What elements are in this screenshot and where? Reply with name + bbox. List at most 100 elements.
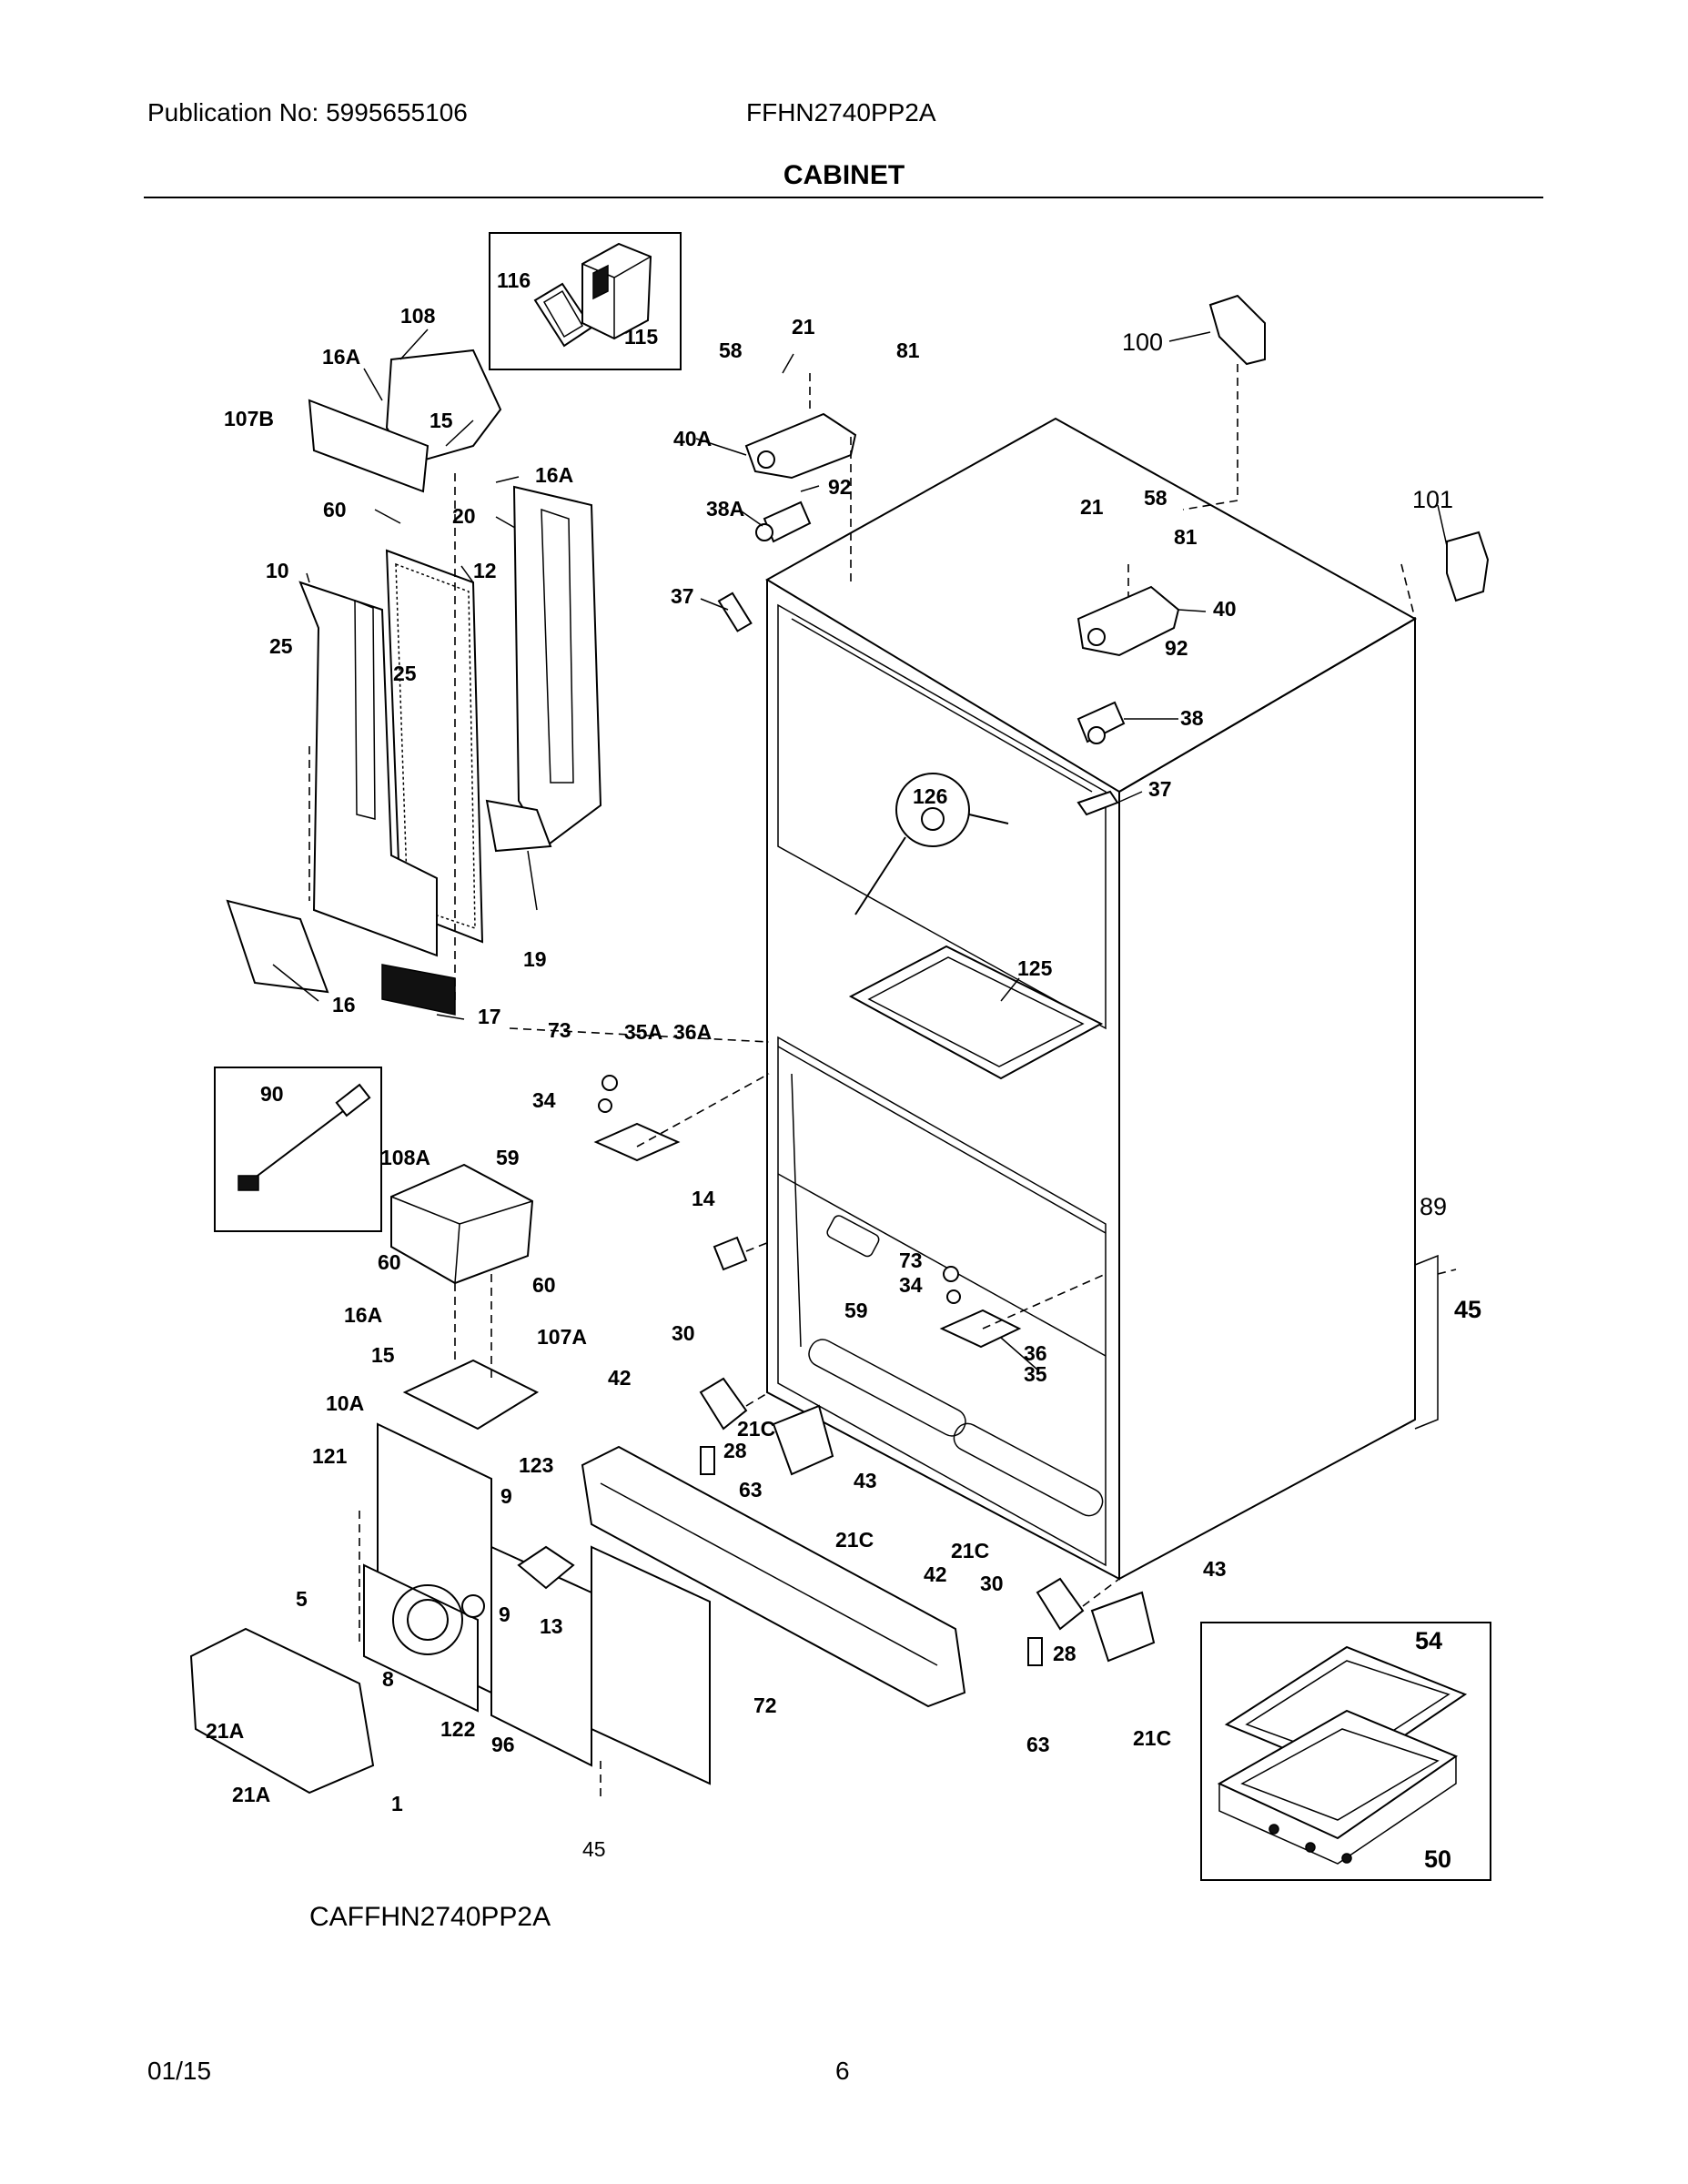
part-label: 25 [393,662,417,685]
part-label: 36 [1024,1341,1047,1365]
inset-115-116 [489,232,682,370]
part-label: 115 [624,325,658,349]
part-label: 96 [491,1733,515,1756]
part-label: 38 [1180,706,1204,730]
footer-date: 01/15 [147,2057,212,2085]
part-label: 30 [980,1572,1004,1595]
dispenser-108A [390,1163,540,1431]
part-label: 63 [739,1478,763,1502]
part-label: 108A [380,1146,430,1169]
part-label: 123 [519,1453,553,1477]
part-label: 17 [478,1005,501,1028]
part-label: 92 [828,475,852,499]
mid-hinge-35 [939,1266,1022,1349]
part-label: 37 [671,584,694,608]
hinge-top-left [717,412,857,632]
part-label: 89 [1420,1193,1447,1220]
part-label: 100 [1122,329,1163,356]
part-label: 107A [537,1325,587,1349]
part-label: 34 [532,1088,556,1112]
fan-assembly [189,1422,711,1795]
part-label: 5 [296,1587,308,1611]
part-label: 73 [899,1249,923,1272]
part-label: 43 [854,1469,877,1492]
part-label: 59 [496,1146,520,1169]
bracket-14 [713,1236,748,1271]
part-label: 72 [753,1694,777,1717]
part-label: 30 [672,1321,695,1345]
part-label: 40 [1213,597,1237,621]
model-number: FFHN2740PP2A [746,98,936,126]
bracket-100 [1208,294,1266,366]
part-label: 37 [1148,777,1172,801]
part-label: 63 [1026,1733,1050,1756]
part-label: 8 [382,1667,394,1691]
part-label: 21C [1133,1726,1171,1750]
part-label: 21 [792,315,815,339]
section-title: CABINET [783,160,905,190]
publication-number: Publication No: 5995655106 [147,98,468,126]
part-label: 34 [899,1273,923,1297]
part-label: 19 [523,947,547,971]
part-label: 42 [608,1366,632,1390]
part-label: 20 [452,504,476,528]
part-label: 107B [224,407,274,430]
label-leaders [272,329,1448,1370]
part-label: 15 [371,1343,395,1367]
part-label: 101 [1412,486,1453,513]
part-label: 125 [1017,956,1053,980]
part-label: 21A [206,1719,244,1743]
part-label: 92 [1165,636,1188,660]
part-label: 60 [532,1273,556,1297]
diagram-code: CAFFHN2740PP2A [309,1902,551,1932]
part-label: 16A [535,463,573,487]
part-label: 21 [1080,495,1104,519]
part-label: 10 [266,559,289,582]
part-label: 28 [723,1439,747,1462]
part-label: 59 [844,1299,868,1322]
part-label: 1 [391,1792,403,1815]
part-label: 9 [499,1603,510,1626]
part-label: 108 [400,304,436,328]
part-label: 35A [624,1020,662,1044]
part-label: 16A [322,345,360,369]
part-label: 13 [540,1614,563,1638]
evaporator-assembly [226,349,602,1016]
callout-126 [854,773,1009,915]
hinge-top-right [1076,585,1180,816]
part-label: 16 [332,993,356,1016]
part-label: 121 [312,1444,348,1468]
inset-90 [214,1067,382,1232]
bracket-101 [1446,531,1490,602]
part-label: 60 [378,1250,401,1274]
part-label: 25 [269,634,293,658]
part-label: 21C [835,1528,874,1552]
page-number: 6 [835,2057,850,2085]
part-label: 81 [896,339,920,362]
part-label: 50 [1424,1845,1451,1873]
cabinet-body [765,417,1439,1581]
part-label: 12 [473,559,497,582]
part-label: 35 [1024,1362,1047,1386]
part-label: 90 [260,1082,284,1106]
header-divider [144,197,1543,198]
part-label: 81 [1174,525,1198,549]
part-label: 15 [430,409,453,432]
part-label: 21C [951,1539,989,1562]
part-label: 45 [1454,1296,1481,1323]
part-label: 122 [440,1717,475,1741]
part-label: 54 [1415,1627,1442,1654]
part-label: 10A [326,1391,364,1415]
assembly-leader-lines [308,364,1457,1802]
part-label: 126 [913,784,947,808]
part-label: 43 [1203,1557,1227,1581]
part-label: 45 [582,1837,606,1861]
part-label: 58 [1144,486,1167,510]
lower-hinge-right [1027,1577,1156,1666]
lower-hinge-left [699,1377,834,1476]
part-label: 60 [323,498,347,521]
part-label: 40A [673,427,712,450]
part-label: 38A [706,497,744,521]
kickplate-72 [581,1445,966,1708]
